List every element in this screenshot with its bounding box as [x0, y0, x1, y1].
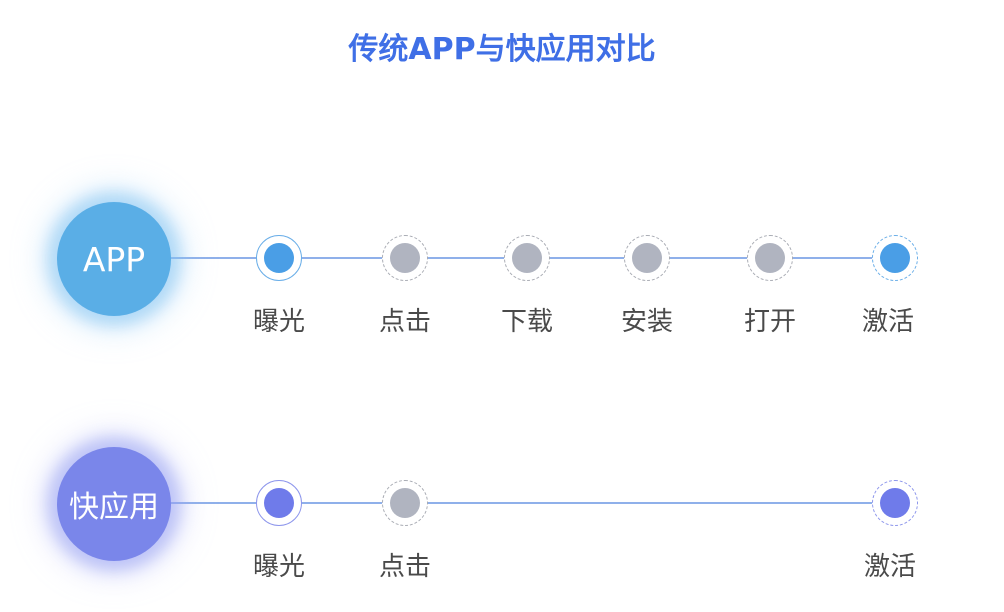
diagram-title: 传统APP与快应用对比: [348, 32, 656, 67]
app-step-label: 点击: [378, 307, 431, 337]
app-step-node: [624, 235, 670, 281]
app-step-label: 激活: [861, 307, 914, 337]
app-step-label: 安装: [620, 307, 673, 337]
quick-app-flow-connector: [114, 502, 902, 504]
quick-app-step-label: 点击: [378, 552, 431, 582]
quick-app-step-label: 曝光: [252, 552, 305, 582]
app-step-label: 下载: [500, 307, 553, 337]
app-step-node: [256, 235, 302, 281]
quick-app-badge: 快应用: [57, 447, 171, 561]
quick-app-step-label: 激活: [863, 552, 916, 582]
app-step-label: 打开: [743, 307, 796, 337]
app-step-node: [747, 235, 793, 281]
quick-app-step-node: [872, 480, 918, 526]
app-flow-row: APP 曝光 点击 下载 安装 打开 激活: [0, 175, 1004, 345]
app-step-label: 曝光: [252, 307, 305, 337]
app-step-node: [382, 235, 428, 281]
quick-app-flow-row: 快应用 曝光 点击 激活: [0, 420, 1004, 590]
app-step-node: [872, 235, 918, 281]
app-badge: APP: [57, 202, 171, 316]
quick-app-step-node: [382, 480, 428, 526]
app-step-node: [504, 235, 550, 281]
quick-app-step-node: [256, 480, 302, 526]
